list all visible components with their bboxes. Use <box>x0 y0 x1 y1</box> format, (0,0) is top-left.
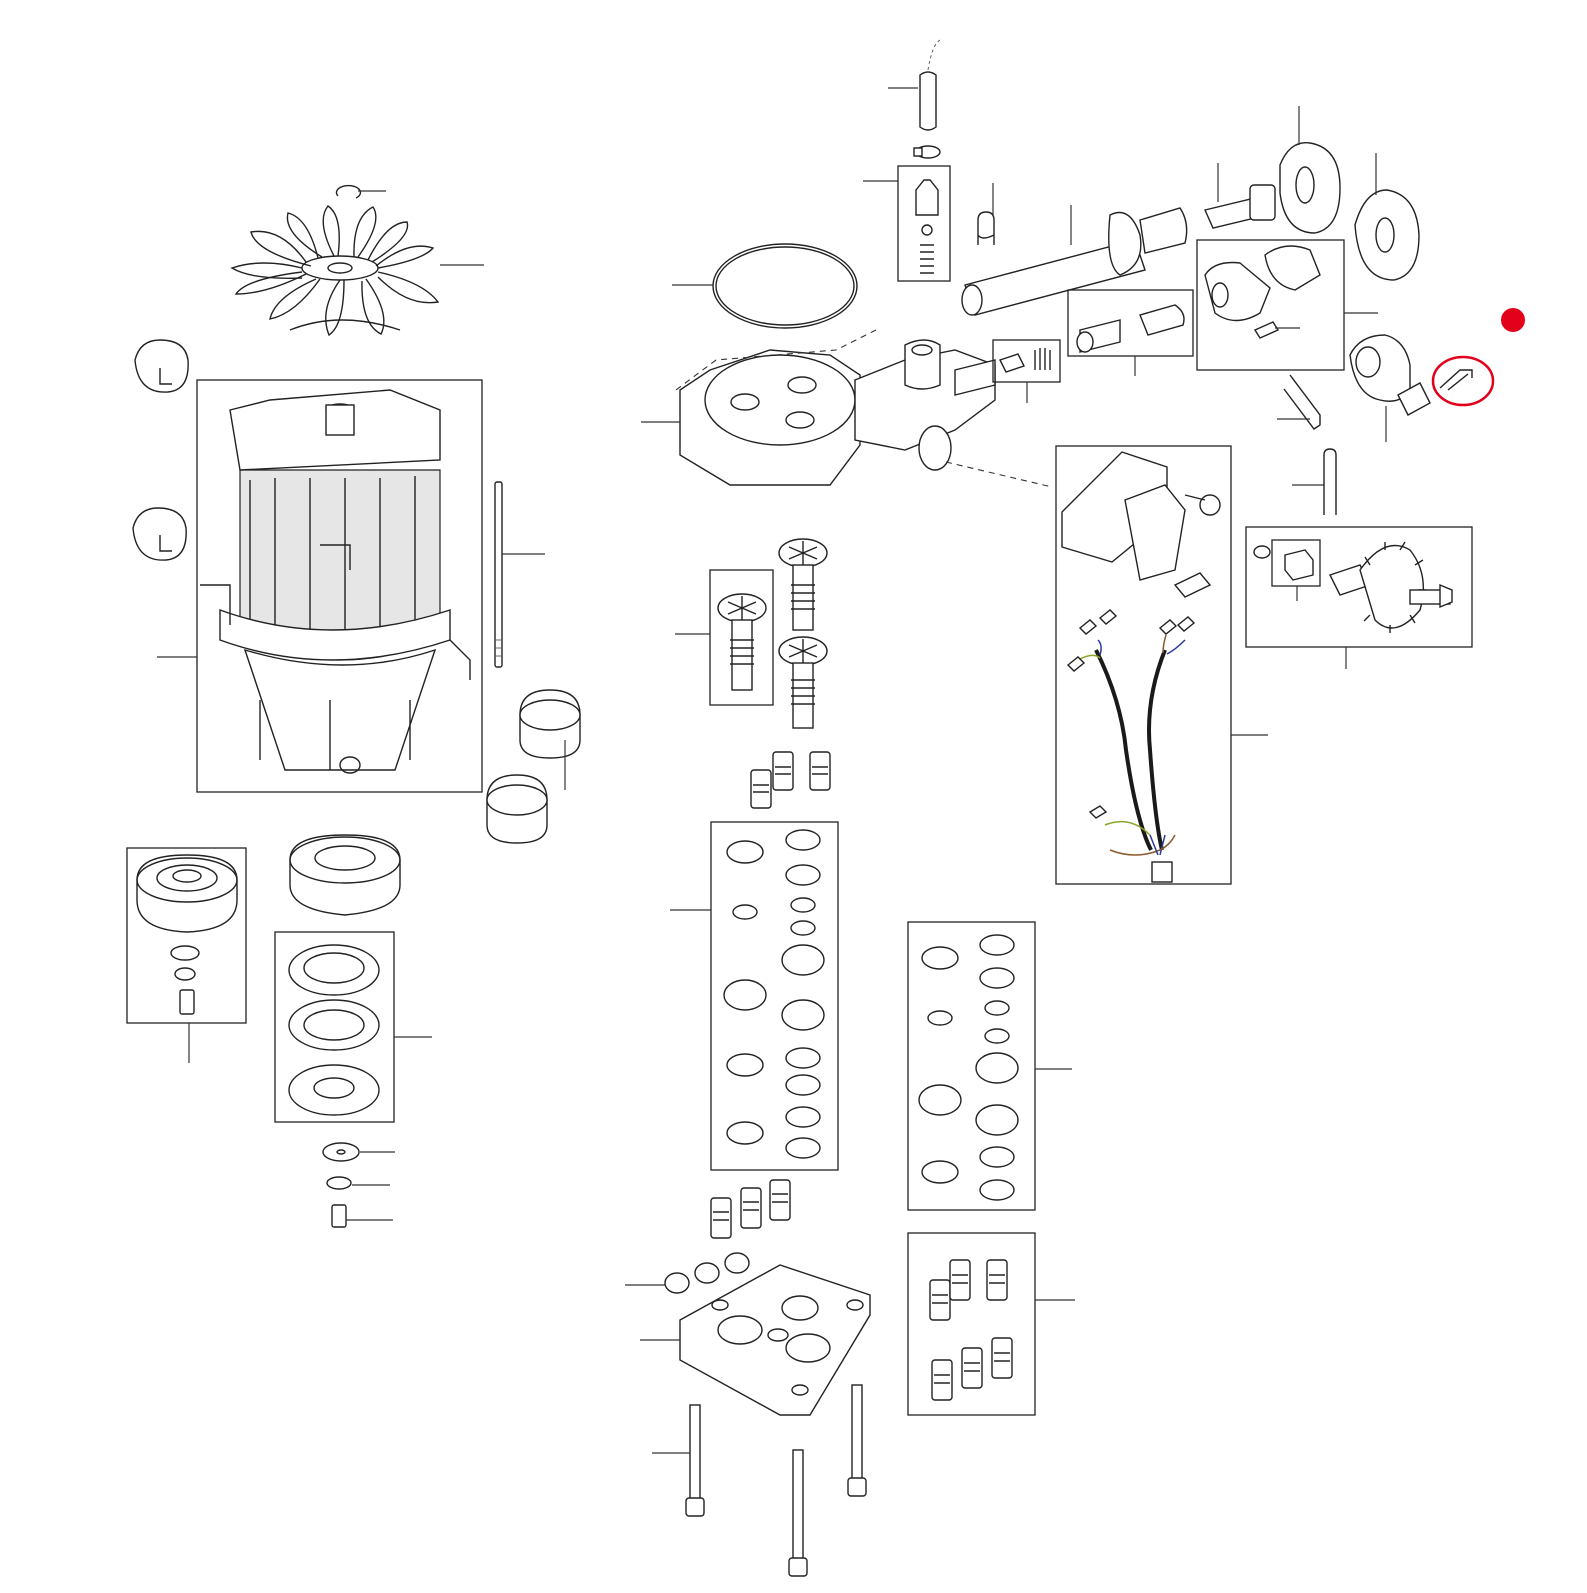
nozzle-body-part[interactable] <box>1349 334 1431 442</box>
washer-large-2[interactable] <box>1354 153 1420 281</box>
o-ring-large[interactable] <box>672 243 858 329</box>
hose-part[interactable] <box>888 39 941 131</box>
damper-upper-left[interactable] <box>134 339 189 393</box>
seal-kit-box-center[interactable] <box>670 821 839 1171</box>
u-clip-middle[interactable] <box>1277 374 1321 430</box>
u-clip-lower[interactable] <box>1292 448 1337 515</box>
piston-lower[interactable] <box>778 636 828 729</box>
wobble-plate-box[interactable] <box>126 847 247 1063</box>
fan-wheel-part[interactable] <box>230 205 484 337</box>
check-valves-lower[interactable] <box>710 1179 791 1239</box>
dashed-assembly-guides <box>675 329 1053 488</box>
damper-lower-left[interactable] <box>132 507 187 561</box>
outlet-tube-part[interactable] <box>961 205 1188 316</box>
unloader-valve-box[interactable] <box>863 165 951 282</box>
valve-block-part[interactable] <box>640 1264 871 1416</box>
plugs-part[interactable] <box>625 1252 750 1294</box>
seal-kit-box-right[interactable] <box>907 921 1072 1211</box>
u-clip-upper[interactable] <box>977 183 995 245</box>
wobble-plate-part[interactable] <box>289 834 401 916</box>
switch-harness-box[interactable] <box>1055 445 1268 885</box>
highlighted-clip-part[interactable] <box>1431 355 1495 407</box>
piston-left-box[interactable] <box>675 569 774 706</box>
piston-upper[interactable] <box>778 538 828 631</box>
hose-clamp-part[interactable] <box>913 145 941 159</box>
injector-box[interactable] <box>1196 239 1378 371</box>
fitting-part[interactable] <box>1204 163 1276 229</box>
pump-housing-part[interactable] <box>641 339 996 486</box>
washer-screw-stack[interactable] <box>322 1142 395 1228</box>
valve-insert-box[interactable] <box>1067 289 1194 376</box>
thrust-bearing-box[interactable] <box>274 931 432 1123</box>
check-valve-kit-box[interactable] <box>907 1232 1075 1416</box>
highlight-circle <box>1431 355 1495 407</box>
washer-large-1[interactable] <box>1279 106 1341 234</box>
highlight-dot <box>1501 308 1525 332</box>
motor-dampers-right[interactable] <box>486 689 581 844</box>
circlip-part[interactable] <box>335 184 386 199</box>
motor-assembly-box[interactable] <box>157 379 483 793</box>
pressure-regulator-box[interactable] <box>1245 526 1473 669</box>
check-valves-upper[interactable] <box>750 751 831 809</box>
long-screws-part[interactable] <box>652 1384 867 1577</box>
tie-rod-part[interactable] <box>494 481 545 668</box>
spring-small-box[interactable] <box>992 339 1061 403</box>
